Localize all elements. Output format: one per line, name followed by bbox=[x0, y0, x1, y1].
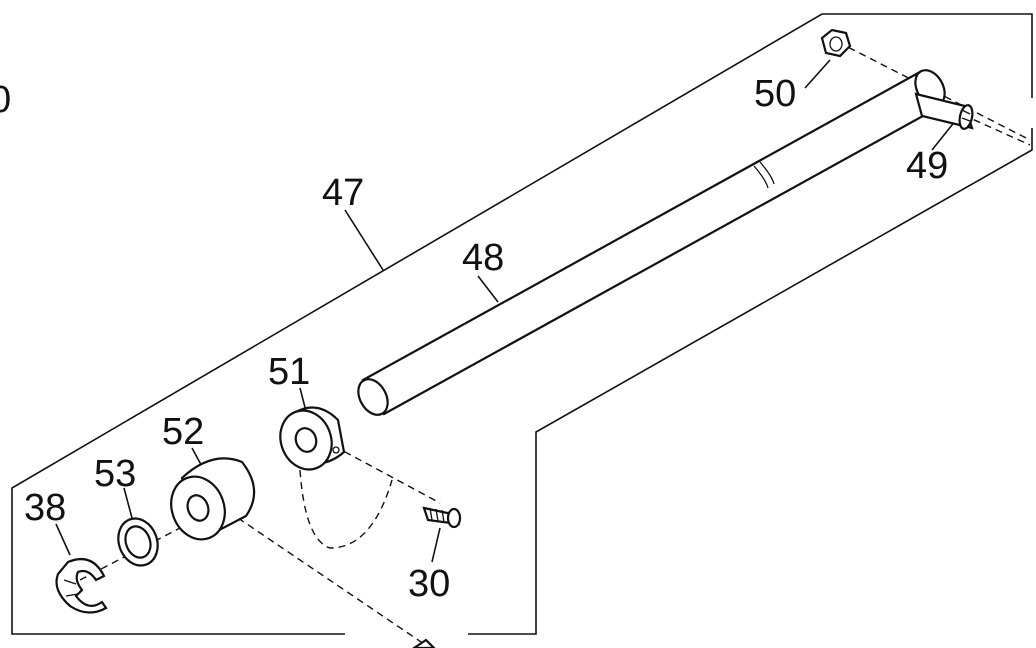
callout-51: 51 bbox=[268, 351, 310, 393]
shaft-48 bbox=[357, 69, 946, 416]
bushing-52 bbox=[170, 457, 256, 541]
callout-48: 48 bbox=[462, 237, 504, 279]
leader-47 bbox=[344, 209, 384, 271]
washer-53 bbox=[117, 517, 159, 567]
leader-38 bbox=[55, 523, 71, 556]
callout-49: 49 bbox=[906, 145, 948, 187]
callout-52: 52 bbox=[162, 411, 204, 453]
e-ring-38 bbox=[55, 558, 108, 614]
callout-50: 50 bbox=[754, 73, 796, 115]
leader-lines bbox=[55, 59, 961, 563]
leader-50 bbox=[804, 59, 831, 89]
callout-30: 30 bbox=[408, 563, 450, 605]
callout-corner: 0 bbox=[0, 79, 11, 121]
leader-53 bbox=[123, 487, 133, 519]
callout-labels: 0 47 48 49 50 51 52 53 38 30 bbox=[0, 73, 948, 605]
set-screw-30 bbox=[422, 506, 462, 529]
callout-38: 38 bbox=[24, 487, 66, 529]
assembly-frame bbox=[11, 13, 1033, 635]
callout-53: 53 bbox=[94, 453, 136, 495]
leader-30 bbox=[431, 527, 441, 563]
callout-47: 47 bbox=[322, 172, 364, 214]
partial-part-bottom bbox=[412, 638, 436, 648]
pin-49 bbox=[914, 92, 974, 130]
leader-48 bbox=[477, 275, 499, 303]
collar-51 bbox=[279, 406, 346, 471]
hex-nut-50 bbox=[820, 28, 852, 58]
